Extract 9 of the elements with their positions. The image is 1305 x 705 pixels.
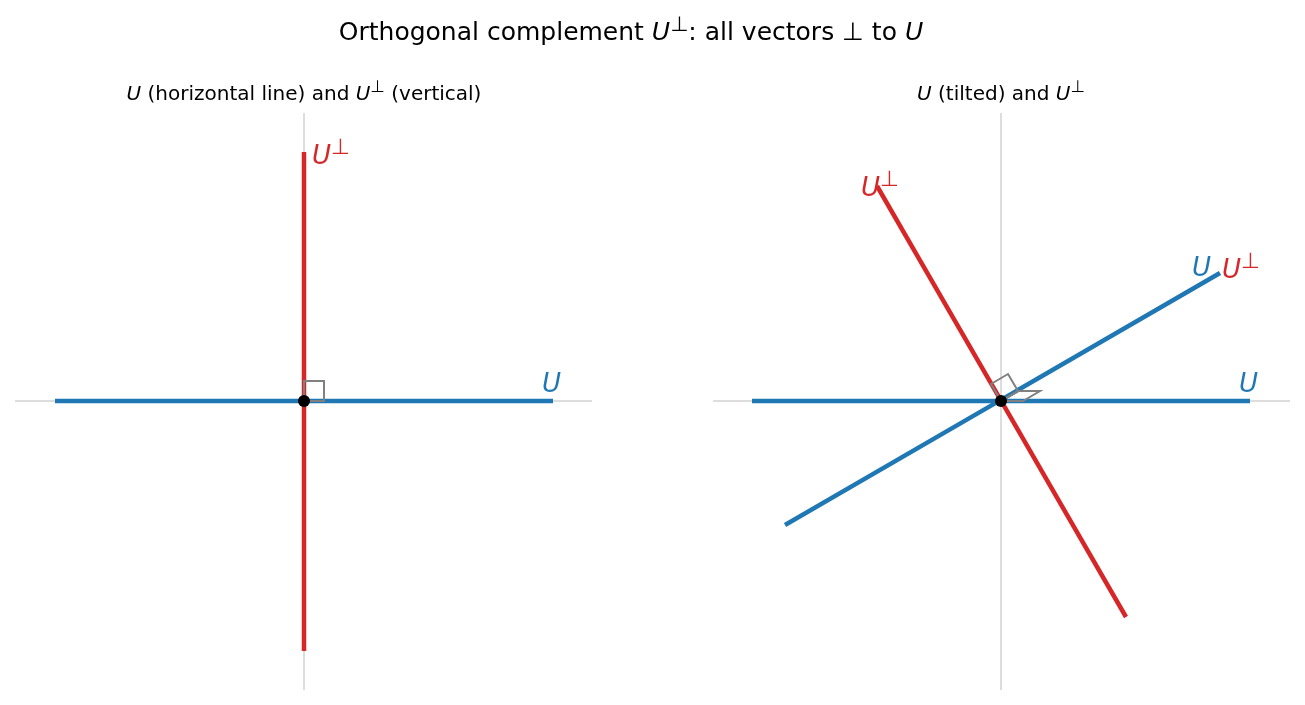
line-label: U — [1192, 254, 1212, 280]
chart-title: Orthogonal complement U$^{⊥}$: all vectors ⊥ to U — [338, 14, 924, 45]
panel-title: U (tilted) and U$^{⊥}$ — [917, 79, 1085, 103]
line-label: U — [1239, 370, 1259, 396]
line-label: U — [542, 370, 562, 396]
panel-title: U (horizontal line) and U$^{⊥}$ (vertical) — [126, 79, 482, 103]
line-label: U$^{⊥}$ — [1222, 250, 1260, 282]
line-label: U$^{⊥}$ — [861, 168, 899, 200]
line-label: U$^{⊥}$ — [312, 136, 350, 168]
